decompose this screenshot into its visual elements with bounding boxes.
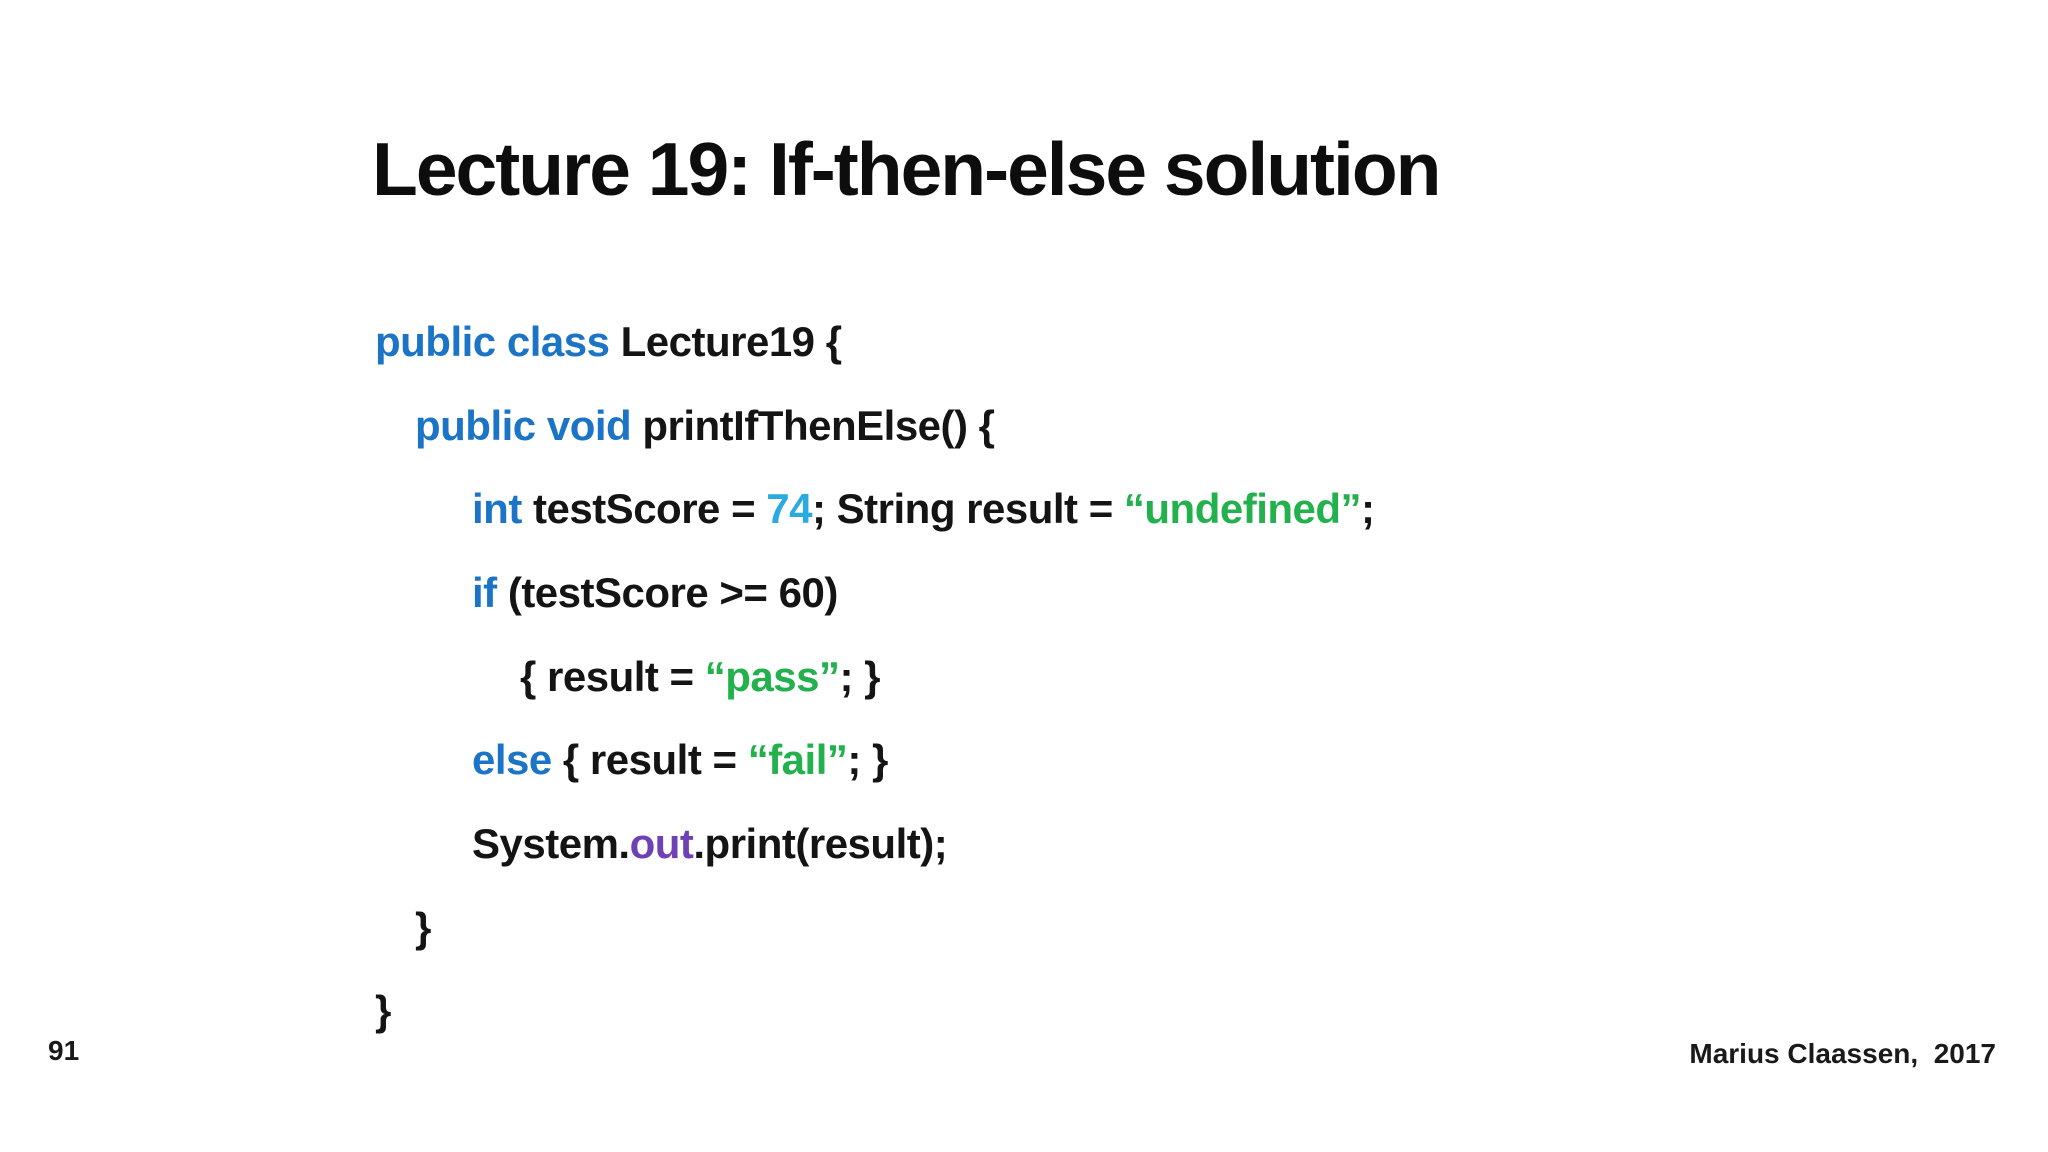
code-line: else { result = “fail”; } (375, 718, 1375, 802)
code-token-string: “fail” (747, 736, 848, 784)
code-line: } (375, 970, 1375, 1054)
page-number: 91 (48, 1035, 80, 1066)
slide-title: Lecture 19: If-then-else solution (372, 127, 1441, 211)
code-token-plain: { result = (520, 652, 705, 700)
code-token-plain: ; (1361, 485, 1375, 533)
code-token-keyword: if (472, 568, 508, 616)
footer-credit: Marius Claassen, 2017 (1689, 1038, 1996, 1069)
code-token-field: out (629, 819, 694, 867)
code-token-keyword: int (472, 485, 533, 533)
code-token-plain: printIfThenElse() { (642, 401, 995, 449)
code-token-string: “pass” (704, 652, 840, 700)
code-token-plain: ; String result = (812, 485, 1124, 533)
code-token-plain: { result = (562, 736, 748, 784)
code-token-keyword: public void (415, 401, 643, 449)
code-line: public class Lecture19 { (375, 300, 1375, 384)
code-token-plain: .print(result); (693, 819, 948, 867)
code-block: public class Lecture19 {public void prin… (375, 300, 1375, 1053)
code-line: public void printIfThenElse() { (375, 384, 1375, 468)
code-token-plain: testScore = (532, 485, 767, 533)
code-token-plain: System. (472, 819, 630, 867)
code-line: System.out.print(result); (375, 802, 1375, 886)
code-token-string: “undefined” (1123, 485, 1362, 533)
code-token-plain: ; } (839, 652, 881, 700)
code-token-keyword: else (472, 736, 563, 784)
code-token-plain: (testScore >= 60) (507, 568, 839, 616)
code-line: } (375, 886, 1375, 970)
code-line: { result = “pass”; } (375, 635, 1375, 719)
code-token-plain: Lecture19 { (620, 317, 842, 365)
code-token-plain: } (375, 987, 391, 1035)
code-token-number: 74 (766, 485, 812, 533)
code-line: if (testScore >= 60) (375, 551, 1375, 635)
code-token-plain: } (415, 903, 431, 951)
code-line: int testScore = 74; String result = “und… (375, 467, 1375, 551)
code-token-keyword: public class (375, 317, 621, 365)
code-token-plain: ; } (847, 736, 888, 784)
